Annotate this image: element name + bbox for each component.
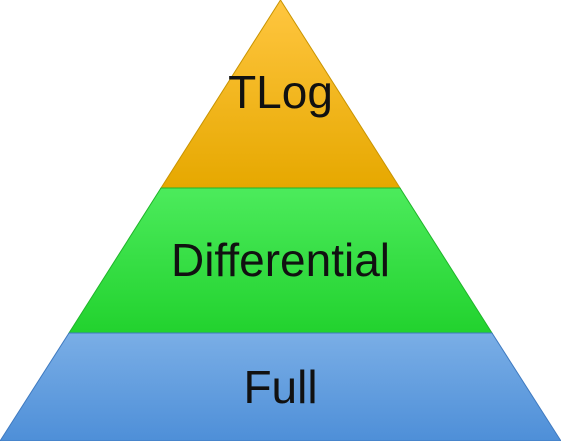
- tier-full-label: Full: [243, 361, 317, 413]
- tier-full-shape: [0, 332, 561, 441]
- tier-differential-label: Differential: [171, 234, 390, 286]
- tier-tlog: TLog: [160, 0, 401, 189]
- tier-differential: Differential: [68, 187, 493, 334]
- tier-tlog-label: TLog: [228, 66, 333, 118]
- tier-full: Full: [0, 332, 561, 441]
